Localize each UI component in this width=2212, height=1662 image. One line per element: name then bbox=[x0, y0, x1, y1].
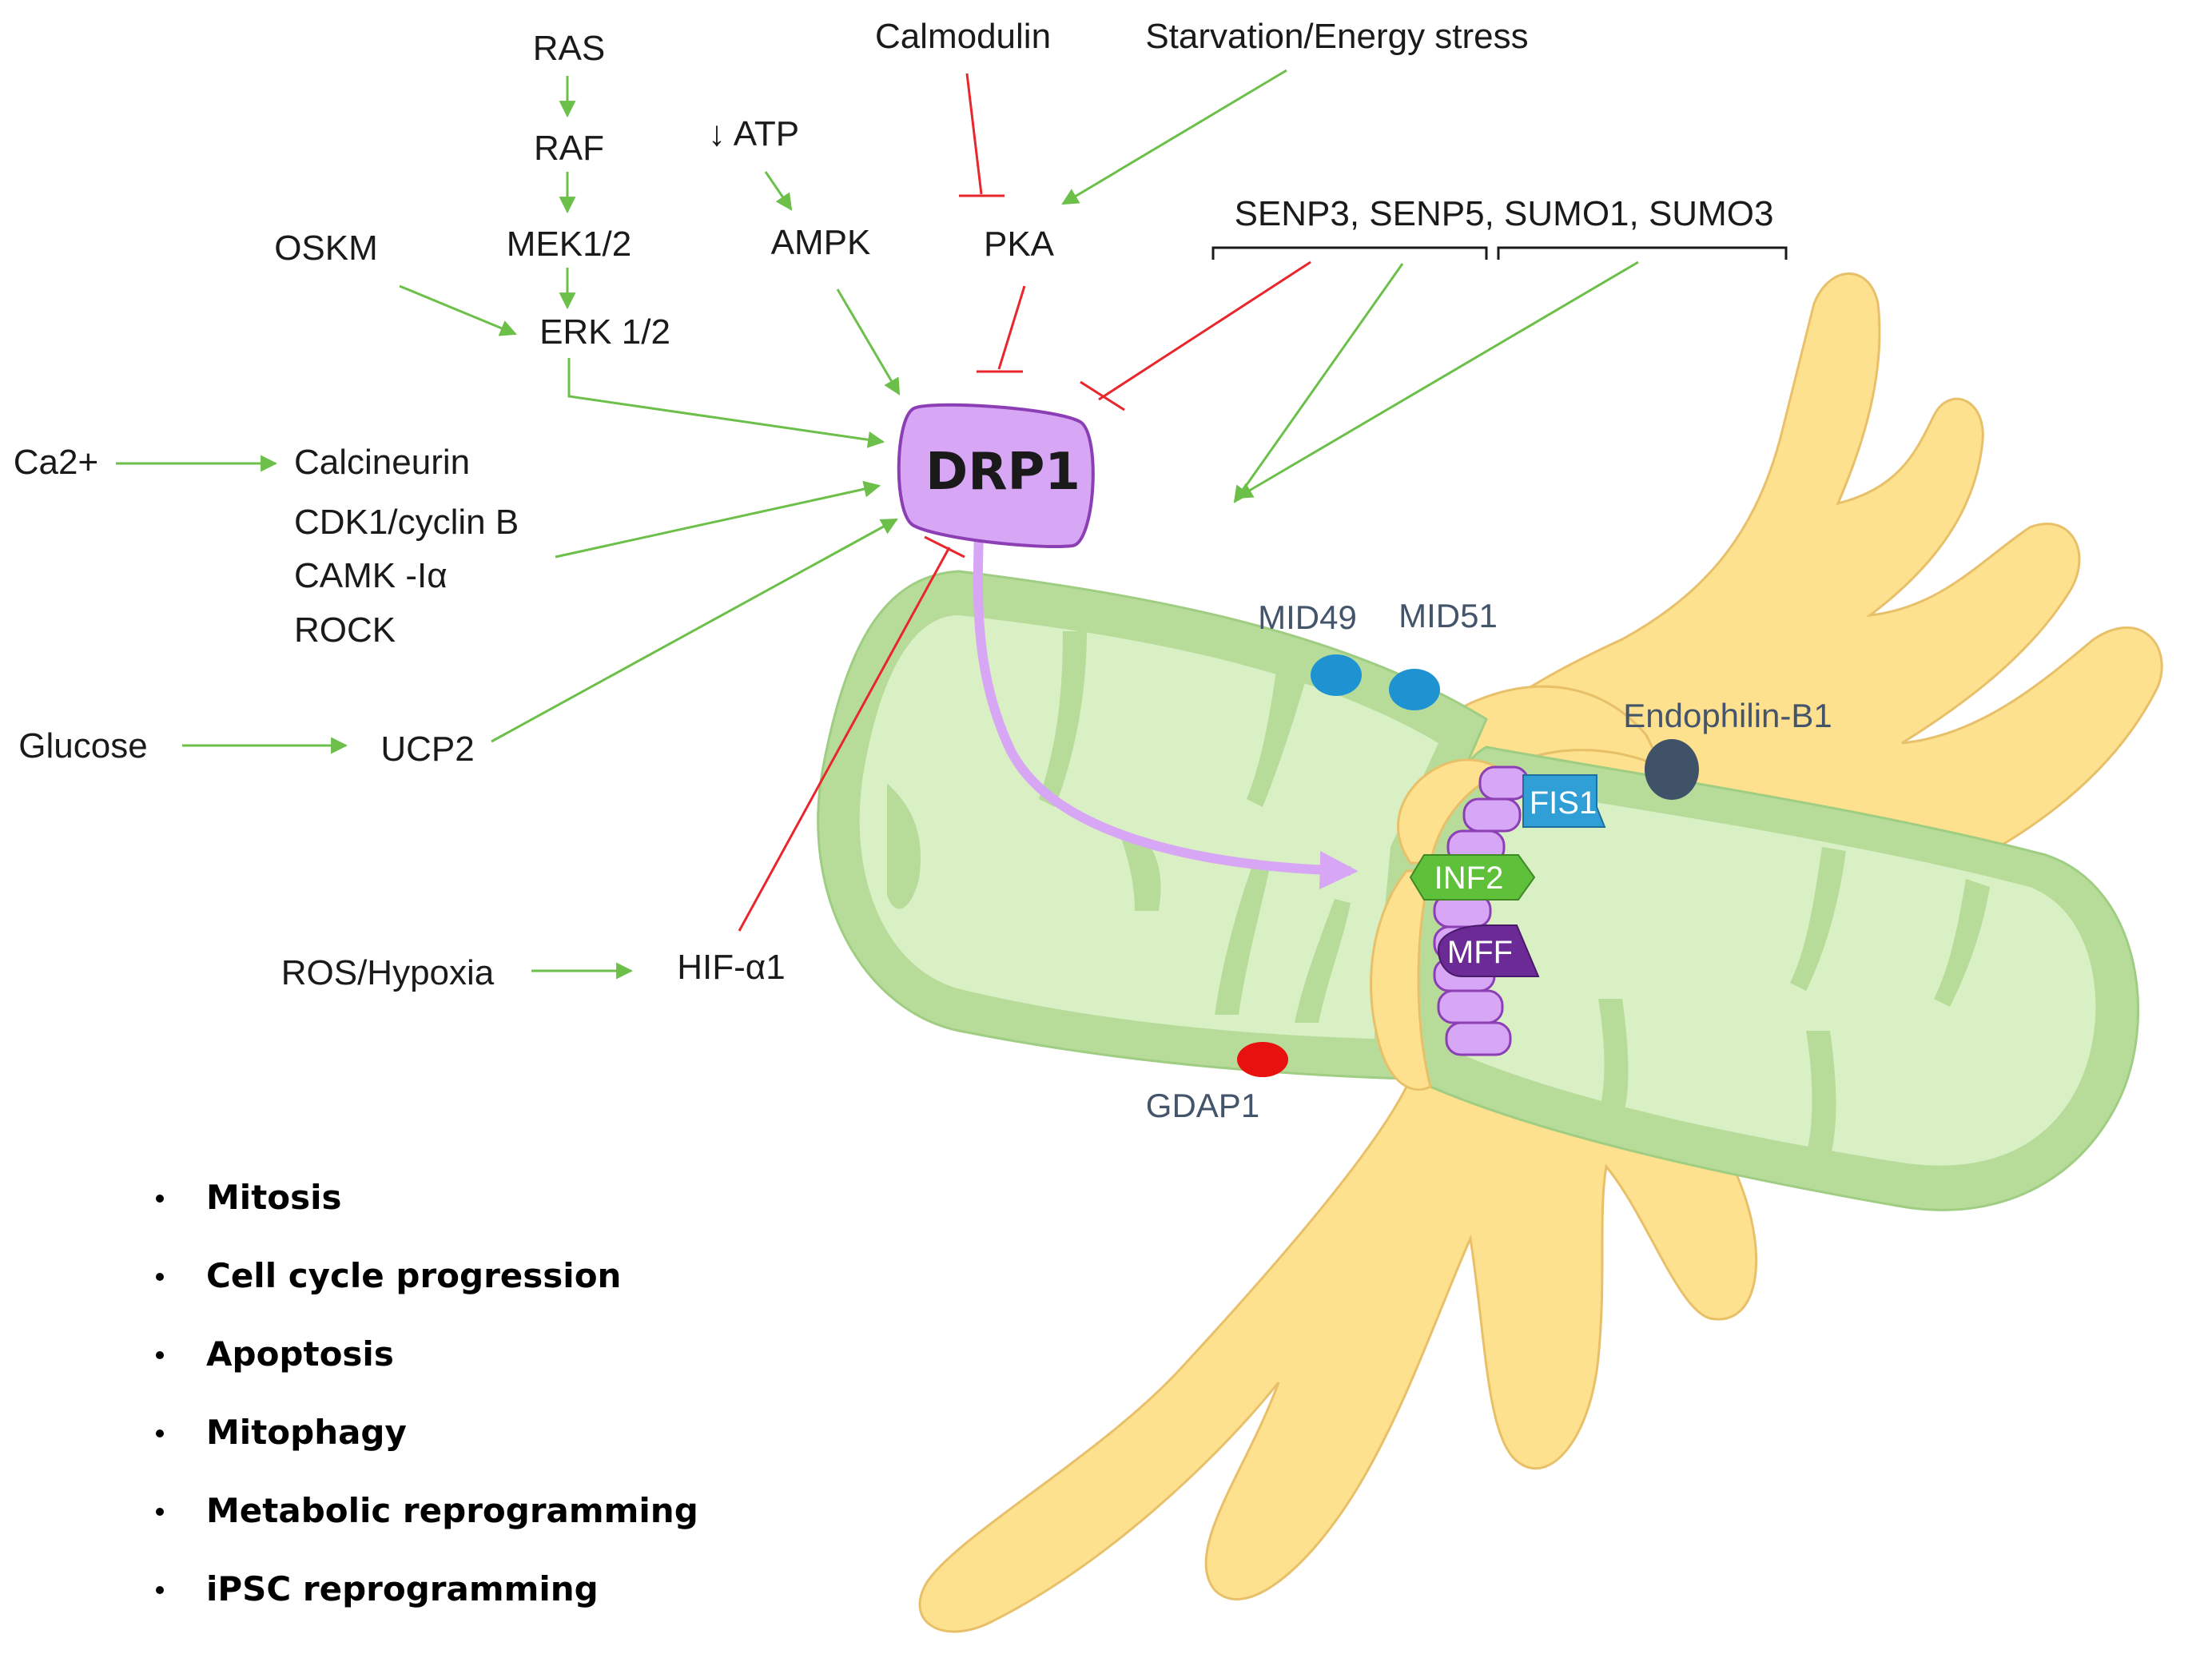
label-raf: RAF bbox=[534, 129, 604, 168]
label-endophilin: Endophilin-B1 bbox=[1623, 697, 1832, 734]
fis1-protein bbox=[1522, 774, 1606, 828]
arrow-cdk-drp1 bbox=[555, 480, 881, 559]
mitochondrion-left bbox=[817, 570, 1488, 1080]
drp1-label: DRP1 bbox=[925, 443, 1080, 502]
inf2-protein bbox=[1409, 854, 1536, 901]
label-atp: ↓ ATP bbox=[708, 114, 799, 153]
bullet-dot bbox=[156, 1351, 164, 1359]
label-mek: MEK1/2 bbox=[507, 225, 632, 264]
label-senp-sumo: SENP3, SENP5, SUMO1, SUMO3 bbox=[1235, 194, 1774, 233]
label-camk: CAMK -Iα bbox=[294, 556, 448, 595]
er-constriction-strand bbox=[1370, 758, 1505, 1091]
mitochondrion-right bbox=[1405, 746, 2140, 1211]
outcome-item: Apoptosis bbox=[206, 1334, 394, 1374]
outcome-item: Cell cycle progression bbox=[206, 1256, 621, 1295]
drp1-node: DRP1 bbox=[897, 403, 1095, 549]
label-ampk: AMPK bbox=[771, 223, 871, 262]
label-ros-hypoxia: ROS/Hypoxia bbox=[281, 953, 495, 992]
label-erk: ERK 1/2 bbox=[539, 312, 670, 352]
endophilin-b1-protein bbox=[1645, 739, 1699, 800]
inhibit-calmodulin-pka bbox=[965, 73, 983, 195]
outcome-item: Mitosis bbox=[206, 1178, 342, 1217]
arrow-atp-ampk bbox=[764, 171, 793, 211]
outcome-item: Metabolic reprogramming bbox=[206, 1491, 698, 1530]
label-ucp2: UCP2 bbox=[380, 730, 474, 769]
label-mff: MFF bbox=[1447, 935, 1513, 970]
arrow-ucp2-drp1 bbox=[491, 518, 898, 743]
bullet-dot bbox=[156, 1586, 164, 1594]
label-pka: PKA bbox=[984, 225, 1055, 264]
bullet-dot bbox=[156, 1195, 164, 1203]
label-mid49: MID49 bbox=[1258, 598, 1357, 636]
label-ca: Ca2+ bbox=[14, 443, 98, 482]
label-rock: ROCK bbox=[294, 610, 396, 650]
label-fis1: FIS1 bbox=[1530, 785, 1597, 821]
label-oskm: OSKM bbox=[274, 229, 378, 268]
arrow-sumo-mito-2 bbox=[1235, 260, 1639, 499]
drp1-translocation-arrow bbox=[973, 533, 1359, 889]
outcome-item: iPSC reprogramming bbox=[206, 1569, 599, 1608]
label-hif: HIF-α1 bbox=[677, 948, 785, 987]
arrow-sumo-mito-1 bbox=[1233, 263, 1404, 503]
mid49-protein bbox=[1311, 654, 1362, 696]
outcome-item: Mitophagy bbox=[206, 1413, 407, 1452]
activation-arrows bbox=[116, 69, 1639, 980]
label-ras: RAS bbox=[533, 29, 605, 68]
bullet-dot bbox=[156, 1508, 164, 1516]
mid51-protein bbox=[1389, 669, 1440, 710]
label-calmodulin: Calmodulin bbox=[875, 17, 1051, 56]
label-inf2: INF2 bbox=[1434, 861, 1504, 896]
arrow-erk-drp1 bbox=[567, 358, 885, 448]
label-cdk: CDK1/cyclin B bbox=[294, 503, 519, 542]
mff-protein bbox=[1437, 924, 1540, 977]
label-mid51: MID51 bbox=[1398, 597, 1498, 634]
label-gdap1: GDAP1 bbox=[1146, 1087, 1259, 1124]
label-calcineurin: Calcineurin bbox=[294, 443, 470, 482]
inhibition-bars bbox=[738, 73, 1311, 932]
inhibit-hif-drp1 bbox=[738, 547, 951, 932]
arrow-starvation-pka bbox=[1061, 69, 1287, 205]
inhibit-senp-drp1 bbox=[1098, 260, 1311, 401]
inhibit-pka-drp1 bbox=[997, 285, 1026, 370]
arrow-ampk-drp1 bbox=[836, 288, 901, 396]
arrow-oskm-erk bbox=[399, 284, 517, 336]
label-starvation: Starvation/Energy stress bbox=[1145, 17, 1528, 56]
bullet-dot bbox=[156, 1429, 164, 1437]
gdap1-protein bbox=[1237, 1042, 1288, 1077]
bullet-dot bbox=[156, 1273, 164, 1281]
label-glucose: Glucose bbox=[18, 726, 147, 765]
senp-sumo-brackets bbox=[1211, 246, 1788, 260]
outcomes-list: Mitosis Cell cycle progression Apoptosis… bbox=[156, 1178, 698, 1608]
